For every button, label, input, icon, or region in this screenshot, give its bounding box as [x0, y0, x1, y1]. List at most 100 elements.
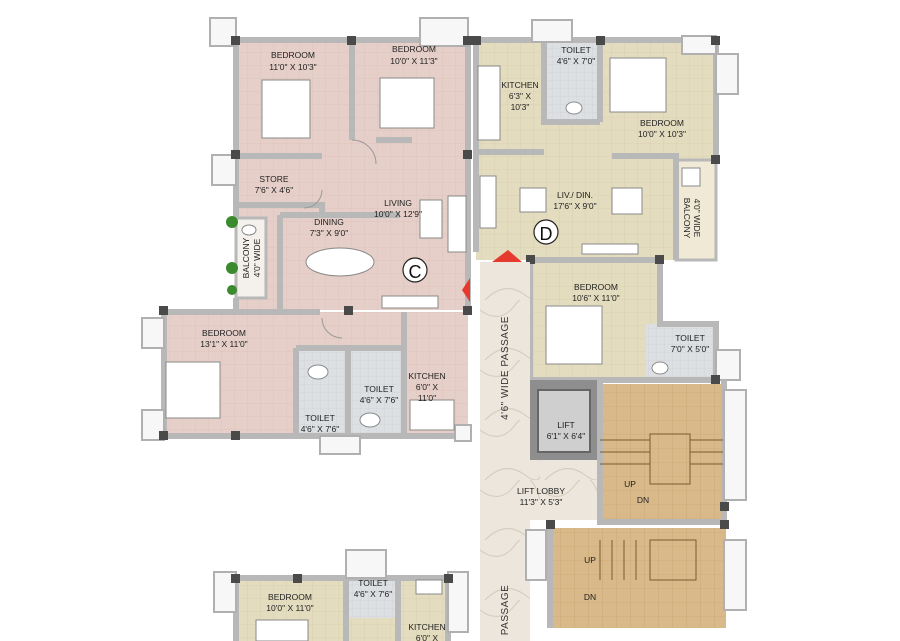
unit-c-columns — [159, 36, 472, 440]
unit-c-kitchen-label: KITCHEN — [408, 371, 445, 381]
bed-icon — [255, 619, 309, 641]
lift-car — [537, 389, 591, 453]
unit-d-bedroom-2-size: 10'6" X 11'0" — [572, 293, 619, 303]
dining-table-icon — [611, 187, 643, 215]
sofa-icon — [479, 175, 497, 229]
lower-unit-furniture — [255, 579, 443, 641]
unit-d-toilet-2-label: TOILET — [675, 333, 705, 343]
unit-d-balcony-label: BALCONY — [682, 198, 692, 239]
bed-icon — [609, 57, 667, 113]
passage-label: 4'6" WIDE PASSAGE — [500, 316, 511, 420]
core-windows — [525, 389, 747, 611]
unit-c-dining-size: 7'3" X 9'0" — [310, 228, 349, 238]
unit-c-furniture — [165, 77, 467, 431]
unit-c-store-label: STORE — [259, 174, 288, 184]
unit-c-bedroom-3-size: 13'1" X 11'0" — [200, 339, 247, 349]
unit-c-bedroom-2-size: 10'0" X 11'3" — [390, 56, 437, 66]
kitchen-counter-icon — [409, 399, 455, 431]
unit-c-kitchen-size-a: 6'0" X — [416, 382, 438, 392]
lift-size: 6'1" X 6'4" — [547, 431, 586, 441]
unit-d-liv-din-size: 17'6" X 9'0" — [553, 201, 596, 211]
toilet-icon — [307, 364, 329, 380]
unit-c-badge — [402, 257, 428, 283]
unit-c-label: C — [409, 262, 422, 282]
unit-c-living-label: LIVING — [384, 198, 412, 208]
unit-c-bedroom-1-label: BEDROOM — [271, 50, 315, 60]
stair-1-dn: DN — [637, 495, 649, 505]
unit-d-kitchen-label: KITCHEN — [501, 80, 538, 90]
center-table-icon — [419, 199, 443, 239]
dining-table-icon — [305, 247, 375, 277]
unit-d-label: D — [540, 224, 553, 244]
unit-d-bedroom-2-label: BEDROOM — [574, 282, 618, 292]
unit-d-badge — [533, 219, 559, 245]
bed-icon — [545, 305, 603, 365]
stair-2-dn: DN — [584, 592, 596, 602]
unit-d-bedroom-1-size: 10'0" X 10'3" — [638, 129, 686, 139]
lift-lobby-size: 11'3" X 5'3" — [520, 497, 563, 507]
unit-d-liv-din-label: LIV./ DIN. — [557, 190, 593, 200]
core — [480, 262, 747, 641]
unit-d-kitchen-size-a: 6'3" X — [509, 91, 531, 101]
unit-c-dining-label: DINING — [314, 217, 344, 227]
entry-marker-icon — [492, 250, 522, 262]
unit-d-toilet-1-label: TOILET — [561, 45, 591, 55]
unit-d-kitchen-size-b: 10'3" — [511, 102, 530, 112]
unit-c-bedroom-3-label: BEDROOM — [202, 328, 246, 338]
center-table-icon — [519, 187, 547, 213]
console-icon — [581, 243, 639, 255]
unit-c-kitchen-size-b: 11'0" — [418, 393, 436, 403]
unit-c-bedroom-2-label: BEDROOM — [392, 44, 436, 54]
unit-c-walls — [161, 37, 471, 439]
kitchen-counter-icon — [415, 579, 443, 595]
sofa-icon — [447, 195, 467, 253]
kitchen-counter-icon — [477, 65, 501, 141]
unit-d-toilet-1-size: 4'6" X 7'0" — [557, 56, 596, 66]
unit-c — [141, 17, 472, 455]
entry-marker-icon — [462, 278, 470, 302]
unit-c-toilet-1-floor — [298, 350, 346, 435]
unit-d-columns — [472, 36, 720, 384]
lower-unit-kitchen-size: 6'0" X — [416, 633, 438, 641]
lower-unit-windows — [213, 549, 469, 633]
unit-c-doors — [303, 139, 377, 339]
lift-label: LIFT — [557, 420, 574, 430]
staircase-1 — [600, 384, 724, 522]
unit-d-toilet-2-size: 7'0" X 5'0" — [671, 344, 710, 354]
bed-icon — [261, 79, 311, 139]
unit-c-toilet-1-size: 4'6" X 7'6" — [360, 395, 399, 405]
lower-unit-toilet-floor — [348, 578, 396, 618]
unit-c-store-size: 7'6" X 4'6" — [255, 185, 294, 195]
lower-unit-kitchen-label: KITCHEN — [408, 622, 445, 632]
unit-c-windows — [141, 17, 472, 455]
unit-c-toilet-2-label: TOILET — [305, 413, 335, 423]
toilet-icon — [359, 412, 381, 428]
bed-icon — [165, 361, 221, 419]
lift-lobby-label: LIFT LOBBY — [517, 486, 565, 496]
lower-unit-columns — [231, 574, 453, 583]
unit-c-toilet-2-size: 4'6" X 7'6" — [301, 424, 340, 434]
basin-icon — [651, 361, 669, 375]
passage-lower-label: PASSAGE — [500, 585, 511, 636]
tree-icons — [226, 216, 238, 295]
unit-d-balcony-size: 4'0" WIDE — [692, 199, 702, 238]
lower-unit-toilet-label: TOILET — [358, 578, 388, 588]
lower-unit-toilet-size: 4'6" X 7'6" — [354, 589, 393, 599]
stair-2-up: UP — [584, 555, 596, 565]
unit-c-balcony-label: BALCONY — [241, 237, 251, 278]
lower-unit-bedroom-label: BEDROOM — [268, 592, 312, 602]
unit-c-bedroom-1-size: 11'0" X 10'3" — [269, 62, 316, 72]
lower-unit-bedroom-size: 10'0" X 11'0" — [266, 603, 313, 613]
console-icon — [381, 295, 439, 309]
unit-d — [472, 19, 741, 384]
planter-icon — [681, 167, 701, 187]
stair-1-up: UP — [624, 479, 636, 489]
core-columns — [546, 502, 729, 529]
staircase-2 — [550, 528, 726, 628]
unit-c-living-size: 10'0" X 12'9" — [374, 209, 422, 219]
unit-d-furniture — [477, 57, 701, 375]
bed-icon — [379, 77, 435, 129]
unit-c-balcony-size: 4'0" WIDE — [252, 238, 262, 277]
unit-d-bedroom-1-label: BEDROOM — [640, 118, 684, 128]
